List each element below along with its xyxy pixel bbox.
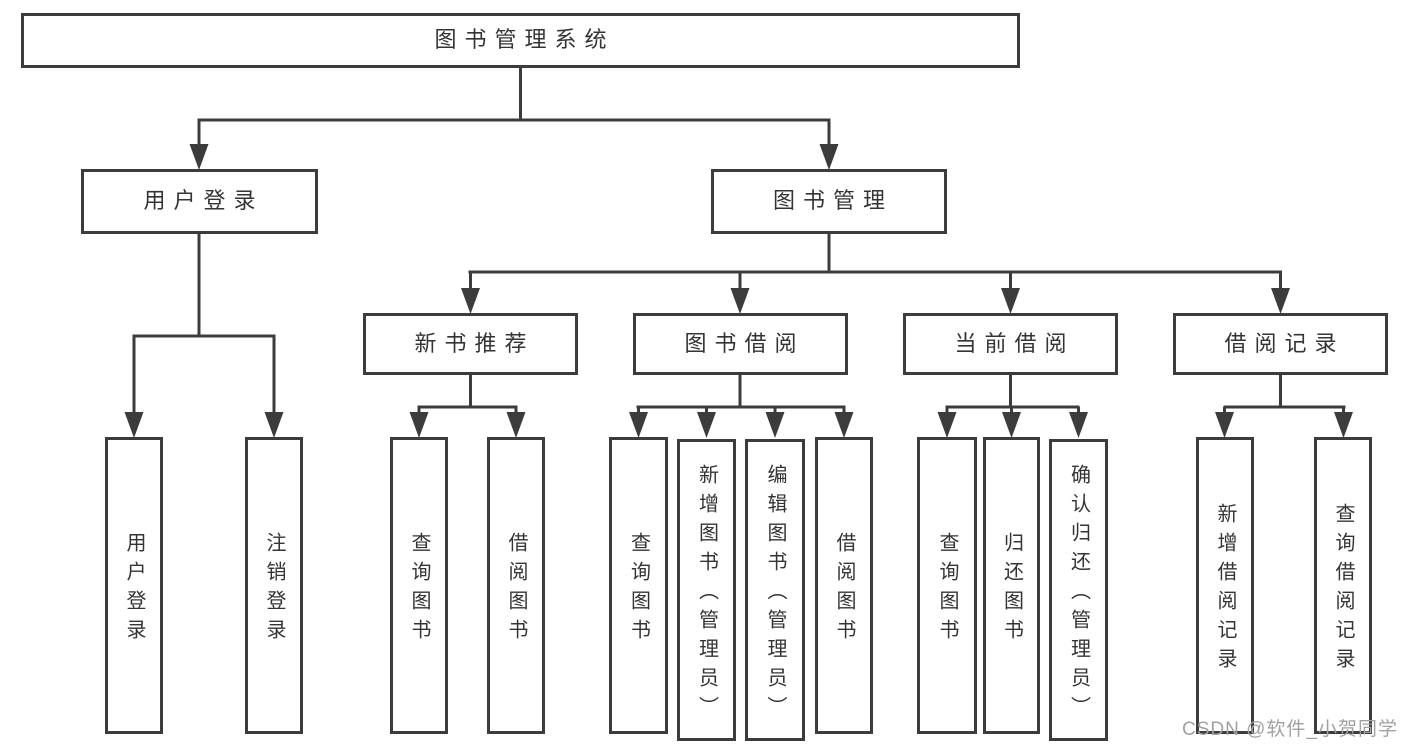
node-query-borrow-record: 查询借阅记录	[1314, 437, 1372, 734]
arrowheads	[124, 144, 1353, 438]
node-logout: 注销登录	[245, 437, 303, 734]
node-query-books: 查询图书	[609, 437, 668, 734]
node-new-book-recommend: 新书推荐	[363, 313, 578, 375]
node-user-login-group: 用户登录	[81, 169, 318, 234]
node-user-login: 用户登录	[105, 437, 163, 734]
node-add-borrow-record: 新增借阅记录	[1196, 437, 1254, 734]
node-edit-books-admin: 编辑图书（管理员）	[745, 439, 805, 741]
node-current-borrowing: 当前借阅	[903, 313, 1118, 375]
node-book-management: 图书管理	[711, 169, 947, 234]
node-add-books-admin: 新增图书（管理员）	[677, 439, 736, 741]
node-confirm-return-admin: 确认归还（管理员）	[1049, 439, 1108, 741]
watermark: CSDN @软件_小贺同学	[1182, 719, 1398, 740]
node-library-system: 图书管理系统	[21, 13, 1020, 68]
node-borrowing-records: 借阅记录	[1173, 313, 1388, 375]
node-query-books: 查询图书	[917, 437, 977, 734]
node-borrow-books: 借阅图书	[815, 437, 873, 734]
node-book-borrowing: 图书借阅	[633, 313, 848, 375]
node-borrow-books: 借阅图书	[487, 437, 545, 734]
node-query-books: 查询图书	[390, 437, 448, 734]
node-return-books: 归还图书	[983, 437, 1040, 734]
